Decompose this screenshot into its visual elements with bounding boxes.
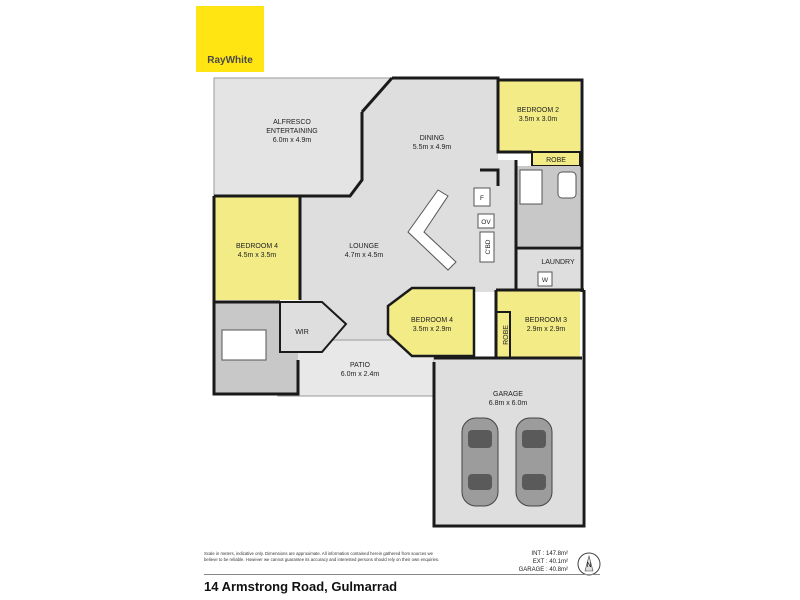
bath-top-2 [557, 171, 577, 199]
fridge-box [473, 187, 491, 207]
patio-label: PATIO [350, 362, 371, 369]
alfresco-dims: 6.0m x 4.9m [273, 137, 312, 144]
lounge-dims: 4.7m x 4.5m [345, 252, 384, 259]
north-arrow-icon: N [577, 552, 601, 576]
patio-dims: 6.0m x 2.4m [341, 371, 380, 378]
oven-box [477, 213, 495, 229]
bedroom-2-label: BEDROOM 2 [517, 107, 559, 114]
disclaimer: Scale in meters, indicative only. Dimens… [204, 551, 504, 562]
bath-top [519, 169, 543, 205]
area-summary: INT : 147.8m² EXT : 40.1m² GARAGE : 40.8… [506, 550, 568, 574]
dining-dims: 5.5m x 4.9m [413, 144, 452, 151]
shower-left [221, 329, 267, 361]
bedroom-2-dims: 3.5m x 3.0m [519, 116, 558, 123]
lounge-label: LOUNGE [349, 243, 379, 250]
car-icon [515, 417, 553, 507]
laundry-label: LAUNDRY [541, 259, 575, 266]
wir-label: WIR [295, 329, 309, 336]
bedroom-4-left-label: BEDROOM 4 [236, 243, 278, 250]
bedroom-3-label: BEDROOM 3 [525, 317, 567, 324]
car-icon [461, 417, 499, 507]
bedroom-4-left-dims: 4.5m x 3.5m [238, 252, 277, 259]
disclaimer-line-2: believe to be reliable. However we canno… [204, 556, 440, 562]
bedroom-4-center-dims: 3.5m x 2.9m [413, 326, 452, 333]
walls [212, 76, 586, 528]
oven-label: OV [481, 219, 491, 226]
washer-box [537, 271, 553, 287]
footer-divider [204, 574, 600, 575]
robe-right-label: ROBE [503, 325, 510, 345]
north-label: N [586, 562, 591, 569]
bedroom-4-left [214, 196, 300, 300]
garage-area [434, 358, 582, 526]
garage-dims: 6.8m x 6.0m [489, 400, 528, 407]
wir-area [279, 301, 348, 353]
bedroom-4-center-label: BEDROOM 4 [411, 317, 453, 324]
bedroom-2 [498, 80, 580, 152]
logo-text: RayWhite [207, 55, 253, 66]
area-int: INT : 147.8m² [531, 551, 568, 557]
bedroom-3-dims: 2.9m x 2.9m [527, 326, 566, 333]
raywhite-logo: RayWhite [196, 6, 264, 72]
garage-label: GARAGE [493, 391, 523, 398]
cupboard-box [479, 231, 495, 263]
alfresco-label-2: ENTERTAINING [266, 128, 317, 135]
cupboard-label: C'BD [485, 239, 492, 254]
robe-top-label: ROBE [546, 157, 566, 164]
bedroom-4-center [386, 286, 476, 358]
dining-label: DINING [420, 135, 445, 142]
fridge-label: F [480, 195, 484, 202]
area-ext: EXT : 40.1m² [532, 559, 568, 565]
alfresco-label: ALFRESCO [273, 119, 311, 126]
disclaimer-line-1: Scale in meters, indicative only. Dimens… [204, 551, 433, 556]
washer-label: W [542, 277, 549, 284]
property-address: 14 Armstrong Road, Gulmarrad [204, 579, 398, 594]
kitchen-bench [407, 189, 457, 271]
area-garage: GARAGE : 40.8m² [518, 567, 568, 573]
